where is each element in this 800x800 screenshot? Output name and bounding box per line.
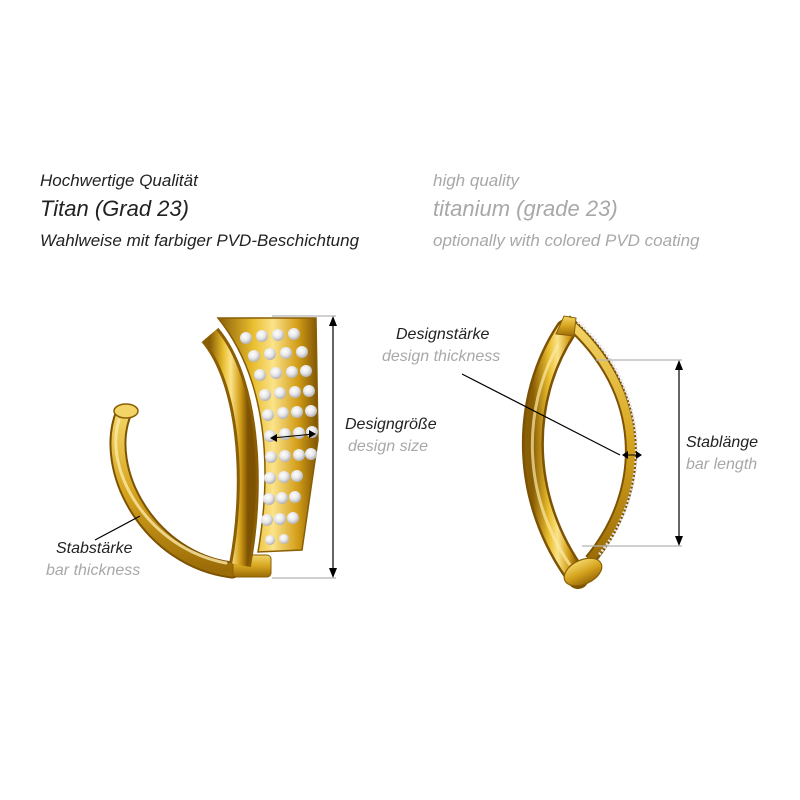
design-thickness-label-de: Designstärke <box>396 326 490 343</box>
ring-side-view <box>461 315 683 589</box>
quality-label-de: Hochwertige Qualität <box>40 171 198 190</box>
ring-front-view <box>94 315 337 579</box>
quality-label-en: high quality <box>433 171 520 190</box>
material-label-en: titanium (grade 23) <box>433 196 618 221</box>
design-thickness-label-en: design thickness <box>382 348 501 365</box>
coating-label-de: Wahlweise mit farbiger PVD-Beschichtung <box>40 231 360 250</box>
bar-thickness-label-de: Stabstärke <box>56 540 133 557</box>
bar-length-label-de: Stablänge <box>686 434 759 451</box>
design-size-label-de: Designgröße <box>345 416 437 433</box>
bar-length-label-en: bar length <box>686 456 758 473</box>
coating-label-en: optionally with colored PVD coating <box>433 231 700 250</box>
bar-thickness-label-en: bar thickness <box>46 562 141 579</box>
material-label-de: Titan (Grad 23) <box>40 196 189 221</box>
design-size-label-en: design size <box>348 438 429 455</box>
